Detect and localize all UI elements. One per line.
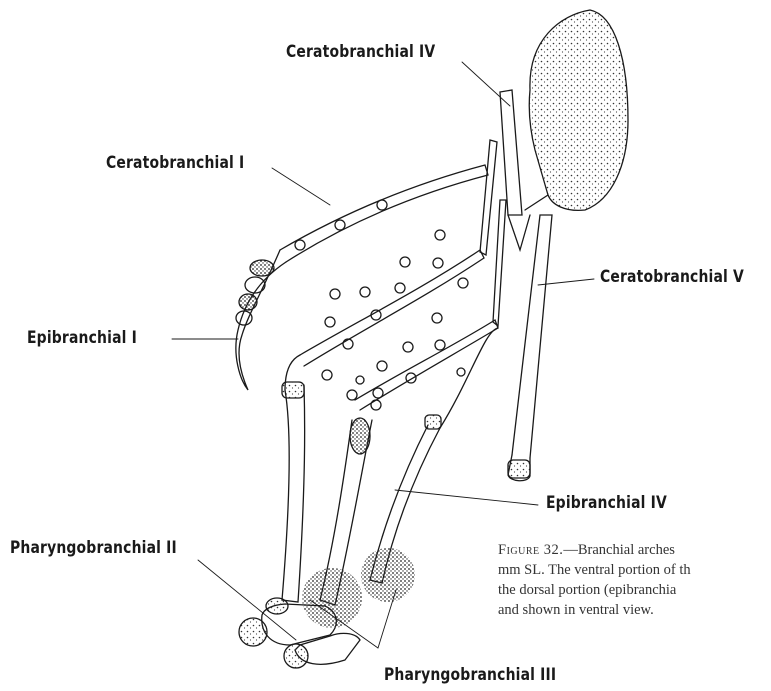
label-ceratobranchial-iv: Ceratobranchial IV <box>286 42 435 62</box>
ceratobranchial-i-bone <box>280 165 488 262</box>
label-pharyngobranchial-iii: Pharyngobranchial III <box>384 665 556 685</box>
caption-line-3: the dorsal portion (epibranchia <box>498 580 771 600</box>
label-epibranchial-i: Epibranchial I <box>27 328 137 348</box>
caption-line-2: mm SL. The ventral portion of th <box>498 560 771 580</box>
ceratobranchial-iv-bone <box>500 90 522 215</box>
label-pharyngobranchial-ii: Pharyngobranchial II <box>10 538 177 558</box>
figure-label: Figure 32. <box>498 542 563 558</box>
ceratobranchial-v-bone <box>512 215 552 458</box>
leader-epibranchial-iv <box>395 490 538 505</box>
caption-line-1-text: —Branchial arches <box>563 542 675 558</box>
leader-ceratobranchial-iv <box>462 62 510 106</box>
figure-caption: Figure 32.—Branchial arches mm SL. The v… <box>498 540 771 620</box>
leader-ceratobranchial-i <box>272 168 330 205</box>
gill-plate <box>529 10 628 210</box>
caption-line-4: and shown in ventral view. <box>498 600 771 620</box>
label-epibranchial-iv: Epibranchial IV <box>546 493 667 513</box>
label-ceratobranchial-v: Ceratobranchial V <box>600 267 744 287</box>
caption-line-1: Figure 32.—Branchial arches <box>498 540 771 560</box>
label-ceratobranchial-i: Ceratobranchial I <box>106 153 244 173</box>
